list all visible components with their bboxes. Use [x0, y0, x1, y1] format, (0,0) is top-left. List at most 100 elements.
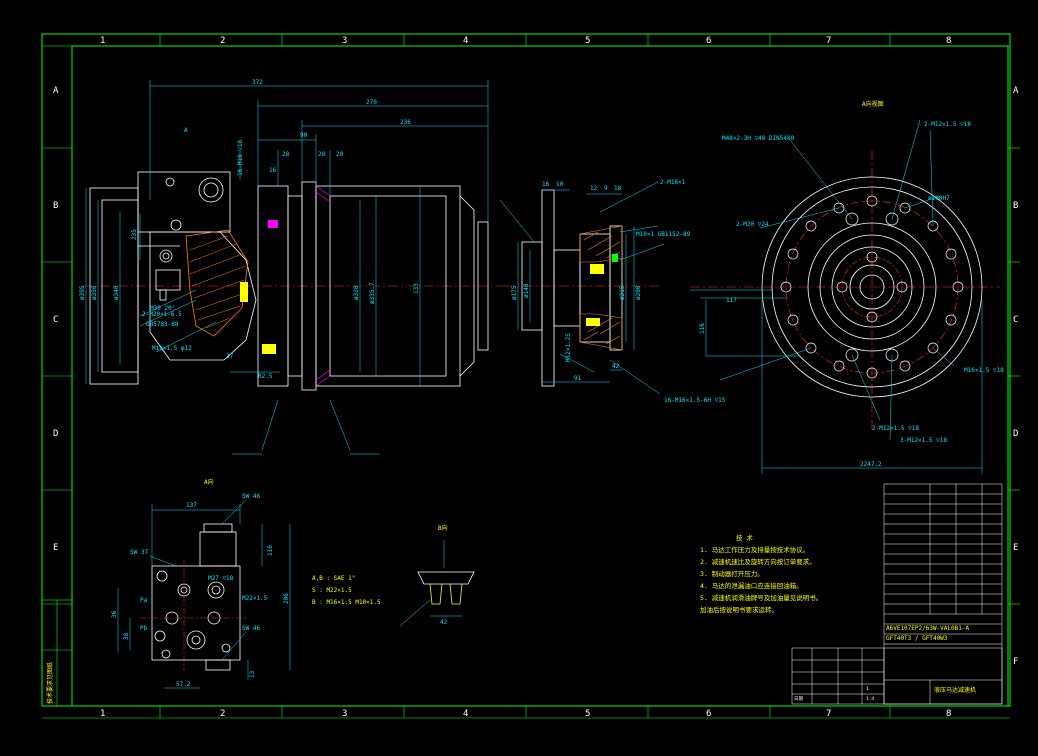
- zone-col-3-bottom: 3: [342, 709, 347, 719]
- flange-callout-m12: M12×1.25: [565, 333, 572, 362]
- end-callout-m16: M16×1.5 ▽18: [964, 367, 1004, 374]
- detail-a-dim-137: 137: [186, 502, 197, 509]
- flange-dia215: ø215: [619, 285, 626, 300]
- zone-col-5-bottom: 5: [585, 709, 590, 719]
- note-item-1: 1. 马达工作压力及排量按技术协议。: [700, 545, 809, 554]
- zone-col-2: 2: [220, 36, 225, 46]
- zone-col-7: 7: [826, 36, 831, 46]
- detail-a-title: A向: [204, 478, 214, 486]
- zone-col-4-bottom: 4: [463, 709, 468, 719]
- tb-model: GFT40T3 / GFT40W3: [886, 635, 948, 642]
- zone-col-1: 1: [100, 36, 105, 46]
- end-dia100: ø100H7: [928, 195, 950, 202]
- flange-dim-10: 10: [556, 181, 564, 188]
- flange-hatch: [579, 225, 623, 351]
- dim-20: 20: [336, 151, 344, 158]
- flange-dim-91: 91: [574, 375, 582, 382]
- left-margin-strip: 技术要求见图纸: [41, 599, 73, 707]
- note-item-2: 2. 减速机速比及旋转方向按订单要求。: [700, 557, 816, 566]
- detail-a-sw37: SW 37: [130, 549, 148, 556]
- zone-row-labels: A B C D E A B C D E F: [53, 86, 1019, 667]
- zone-col-1-bottom: 1: [100, 709, 105, 719]
- dim-372: 372: [252, 79, 263, 86]
- flange-callout-16-m16: 16-M16×1.5-6H ▽15: [664, 397, 726, 404]
- dim-236: 236: [400, 119, 411, 126]
- zone-col-4: 4: [463, 36, 468, 46]
- dim-28a: 28: [282, 151, 290, 158]
- callout-m18: M18×1.5 φ12: [152, 345, 192, 352]
- tb-company: 液压马达减速机: [934, 686, 976, 694]
- dim-dia335: ø335.7: [369, 282, 376, 304]
- outer-frame: [41, 33, 1011, 707]
- zone-col-7-bottom: 7: [826, 709, 831, 719]
- note-item-5: 5. 减速机润滑油牌号及加油量见说明书。: [700, 593, 822, 602]
- zone-col-8-bottom: 8: [946, 709, 951, 719]
- detail-a-view: A向: [111, 478, 381, 689]
- zone-row-e: E: [53, 543, 58, 553]
- notes-heading: 技 术: [736, 533, 753, 542]
- flange-dim-18: 18: [614, 185, 622, 192]
- callout-2-m20: 2-M20×1-6.5: [142, 311, 182, 318]
- flange-dia175: ø175: [511, 285, 518, 300]
- callout-gb5783: GB5783-88: [146, 321, 179, 328]
- end-dim-117: 117: [726, 297, 737, 304]
- zone-row-d: D: [53, 429, 58, 439]
- zone-col-8: 8: [946, 36, 951, 46]
- detail-a-dim-57: 57.2: [176, 681, 191, 688]
- detail-b-view: B向 42: [399, 524, 475, 627]
- note-item-3: 3. 制动器打开压力。: [700, 569, 764, 578]
- detail-a-sw46-top: SW 46: [242, 493, 260, 500]
- dim-16: 16: [269, 167, 277, 174]
- detail-a-sw46-bottom: SW 46: [242, 625, 260, 632]
- detail-a-pa: Pa: [140, 597, 148, 604]
- detail-a-legend-2: S : M22×1.5: [312, 587, 352, 594]
- title-block-text: A6VE107EP2/63W-VAL0B1-A GFT40T3 / GFT40W…: [794, 625, 976, 702]
- zone-row-c-right: C: [1013, 315, 1018, 325]
- detail-a-dim-38: 38: [123, 632, 130, 640]
- zone-col-3: 3: [342, 36, 347, 46]
- zone-row-d-right: D: [1013, 429, 1018, 439]
- zone-col-2-bottom: 2: [220, 709, 225, 719]
- tb-sheet: 1: [866, 686, 869, 692]
- dim-235: 235: [131, 229, 138, 240]
- callout-16-m10: 16-M10 ▽18: [237, 139, 244, 176]
- detail-a-dim-116: 116: [267, 545, 274, 556]
- tb-date-label: 日期: [794, 696, 803, 702]
- detail-b-dim-42: 42: [440, 619, 448, 626]
- zone-row-b: B: [53, 201, 58, 211]
- end-callout-3-m12: 3-M12×1.5 ▽18: [900, 437, 947, 444]
- flange-dim-9: 9: [604, 185, 608, 192]
- flange-dim-42: 42: [612, 363, 620, 370]
- dim-28b: 28: [318, 151, 326, 158]
- note-item-6: 加油后按说明书要求运转。: [700, 605, 778, 614]
- end-callout-m48: M48×2-3H ▽48 DIN5480: [722, 135, 795, 142]
- note-item-4: 4. 马达的泄漏油口应连接回油箱。: [700, 581, 803, 590]
- detail-a-legend-3: B : M16×1.5 M10×1.5: [312, 599, 381, 606]
- zone-row-a: A: [53, 86, 59, 96]
- dim-133: 133: [413, 283, 420, 294]
- end-dim-2247: 2247.2: [860, 461, 882, 468]
- zone-row-a-right: A: [1013, 86, 1019, 96]
- detail-b-title: B向: [438, 524, 448, 532]
- dim-270: 270: [366, 99, 377, 106]
- end-view: A向视图: [690, 100, 1004, 474]
- zone-col-6: 6: [706, 36, 711, 46]
- end-callout-2-m20: 2-M20 ▽24: [736, 221, 769, 228]
- dim-37: 37: [226, 353, 234, 360]
- detail-a-dim-13: 13: [249, 670, 256, 678]
- margin-note: 技术要求见图纸: [46, 662, 54, 704]
- dim-dia395: ø395: [79, 285, 86, 300]
- dim-dia320: ø320: [353, 285, 360, 300]
- end-dim-116: 116: [699, 323, 706, 334]
- flange-dia200: ø200: [635, 285, 642, 300]
- end-view-title: A向视图: [862, 100, 884, 108]
- side-view: A 372 270 236 90 28 28 16 20 235 37 ø395…: [79, 79, 505, 455]
- dim-dia340: ø340: [113, 285, 120, 300]
- flange-dim-16: 16: [542, 181, 550, 188]
- technical-notes: 技 术 1. 马达工作压力及排量按技术协议。 2. 减速机速比及旋转方向按订单要…: [700, 533, 822, 614]
- dim-dia350: ø350: [91, 285, 98, 300]
- end-callout-2-m12-bottom: 2-M12×1.5 ▽18: [872, 425, 919, 432]
- zone-col-5: 5: [585, 36, 590, 46]
- zone-col-6-bottom: 6: [706, 709, 711, 719]
